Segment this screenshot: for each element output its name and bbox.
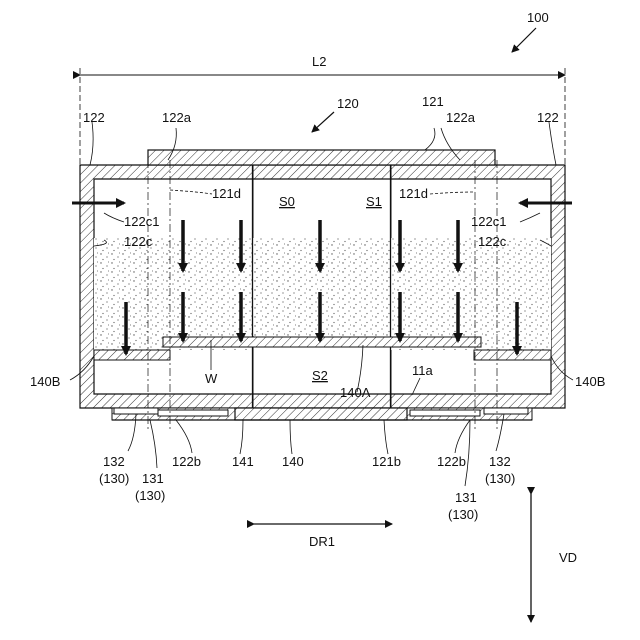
label-140: 140 — [282, 454, 304, 469]
electrode-131-right — [484, 408, 528, 414]
label-s0: S0 — [279, 194, 295, 209]
label-11a: 11a — [412, 363, 433, 378]
powder-region-left — [94, 238, 252, 350]
device-ref-arrow — [312, 112, 334, 132]
label-w: W — [205, 371, 218, 386]
label-vd: VD — [559, 550, 577, 565]
label-132-left: 132 — [103, 454, 125, 469]
electrode-132-left — [158, 410, 228, 416]
device-ref-number: 120 — [337, 96, 359, 111]
label-121d-right: 121d — [399, 186, 428, 201]
label-s2: S2 — [312, 368, 328, 383]
label-130-of-132-left: (130) — [99, 471, 129, 486]
label-121d-left: 121d — [212, 186, 241, 201]
label-122-left: 122 — [83, 110, 105, 125]
dimension-label-l2: L2 — [312, 54, 326, 69]
label-122a-left: 122a — [162, 110, 192, 125]
stage-plate-140B-right — [474, 350, 551, 360]
label-141: 141 — [232, 454, 254, 469]
label-s1: S1 — [366, 194, 382, 209]
label-140B-right: 140B — [575, 374, 605, 389]
label-121b: 121b — [372, 454, 401, 469]
stage-plate-140B-left — [94, 350, 170, 360]
label-121-top: 121 — [422, 94, 444, 109]
label-122b-right: 122b — [437, 454, 466, 469]
label-131-right: 131 — [455, 490, 477, 505]
label-dr1: DR1 — [309, 534, 335, 549]
label-130-of-131-right: (130) — [448, 507, 478, 522]
figure-ref-number: 100 — [527, 10, 549, 25]
bottom-center-plate — [235, 408, 407, 420]
label-132-right: 132 — [489, 454, 511, 469]
label-130-of-132-right: (130) — [485, 471, 515, 486]
label-122b-left: 122b — [172, 454, 201, 469]
top-cover-plate-121 — [148, 150, 495, 165]
label-140B-left: 140B — [30, 374, 60, 389]
electrode-132-right — [410, 410, 480, 416]
label-122c-right: 122c — [478, 234, 507, 249]
powder-region-right — [391, 238, 551, 350]
label-122a-right: 122a — [446, 110, 476, 125]
label-122c1-left: 122c1 — [124, 214, 159, 229]
electrode-131-left — [114, 408, 158, 414]
label-131-left: 131 — [142, 471, 164, 486]
label-130-of-131-left: (130) — [135, 488, 165, 503]
label-122-right: 122 — [537, 110, 559, 125]
figure-ref-arrow — [512, 28, 536, 52]
label-140A: 140A — [340, 385, 371, 400]
label-122c-left: 122c — [124, 234, 153, 249]
label-122c1-right: 122c1 — [471, 214, 506, 229]
